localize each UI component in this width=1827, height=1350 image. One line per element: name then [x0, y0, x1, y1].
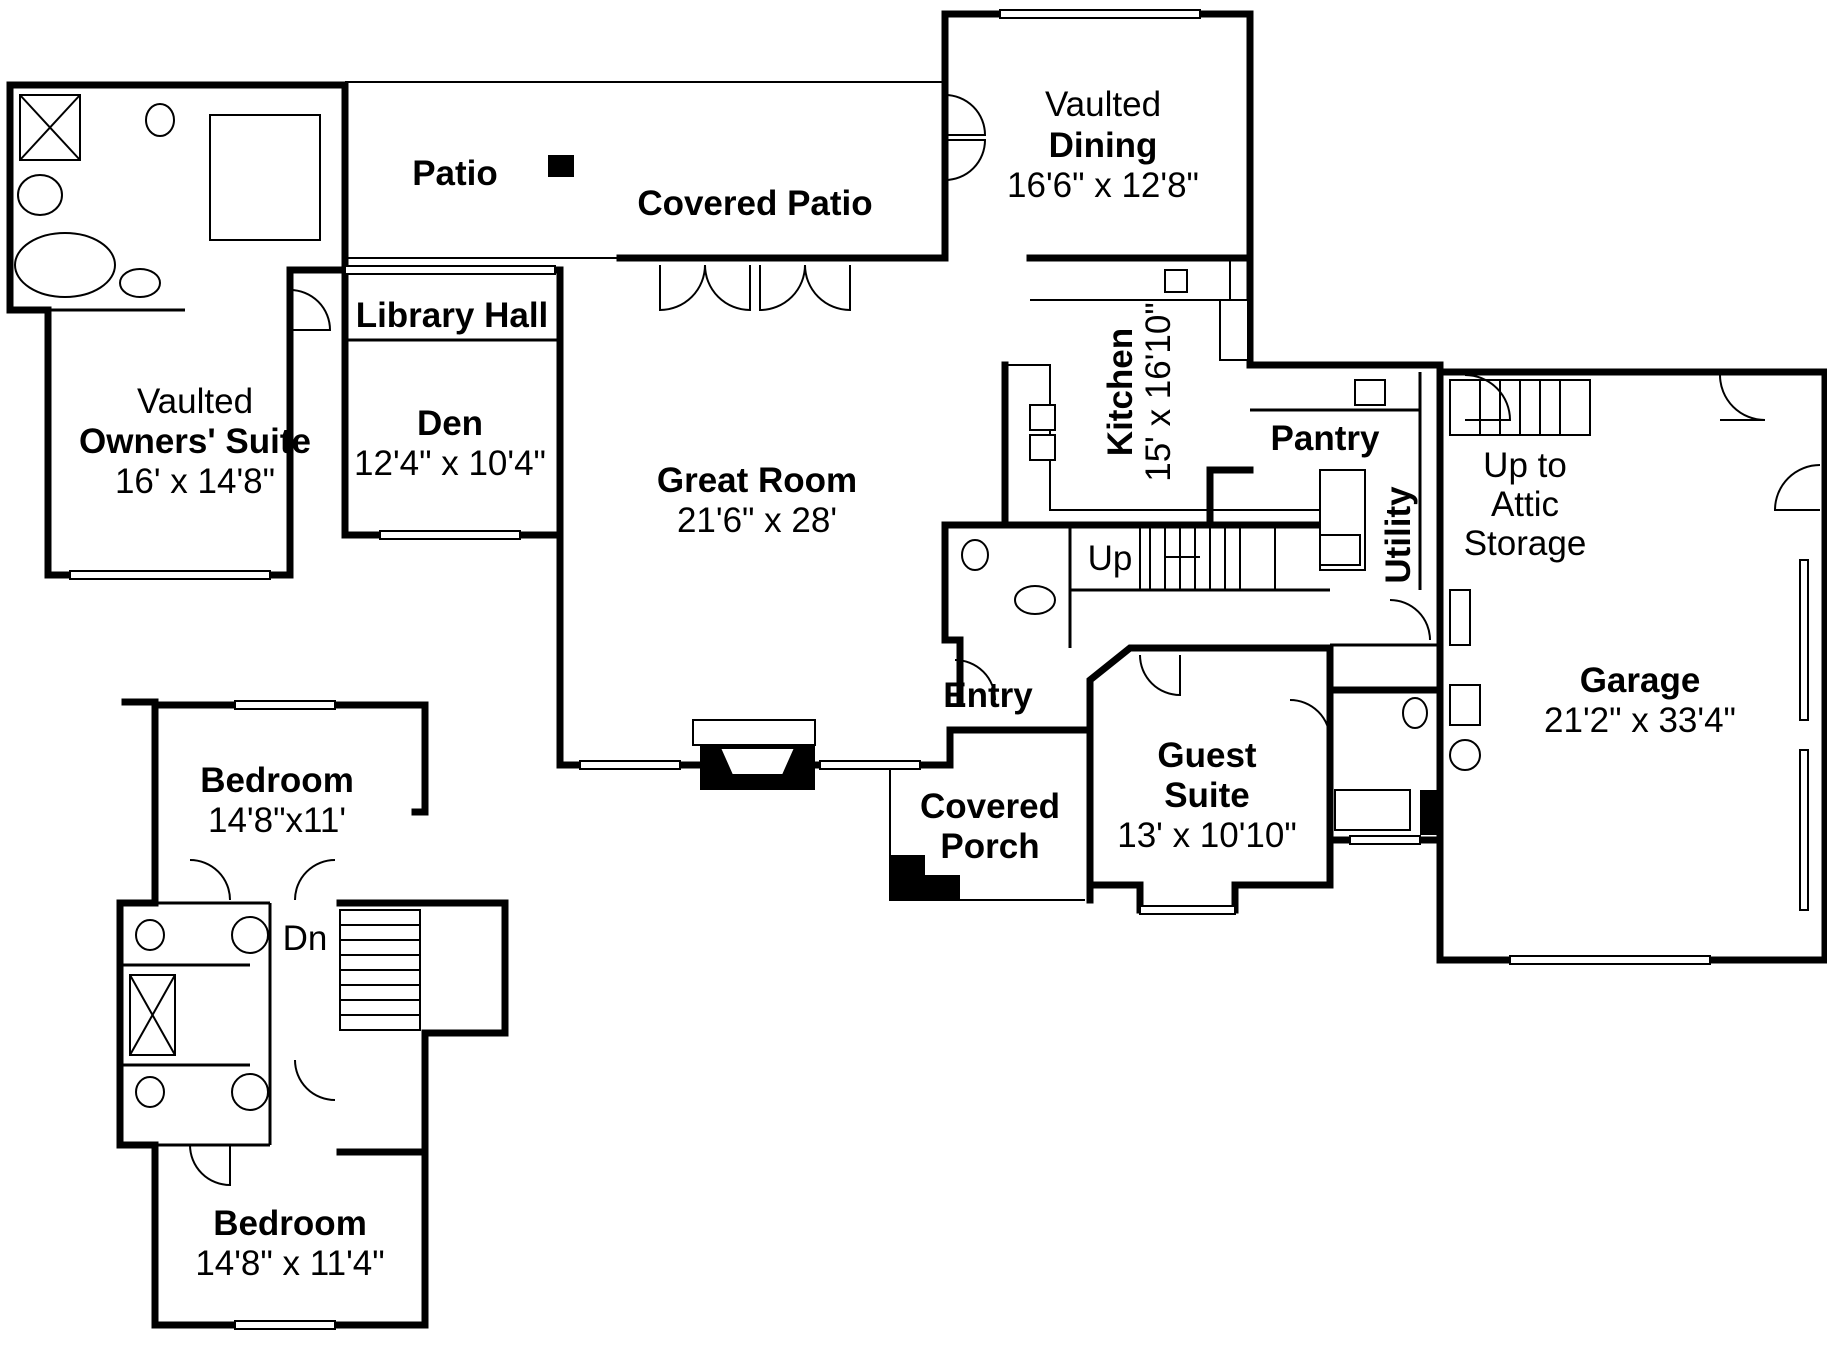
attic-line3-label: Storage	[1464, 524, 1587, 563]
stairs-up-label: Up	[1088, 539, 1133, 578]
owners-suite-dims-label: 16' x 14'8"	[115, 462, 275, 501]
guest-suite-dims-label: 13' x 10'10"	[1117, 816, 1297, 855]
patio-label: Patio	[412, 154, 498, 193]
garage-name-label: Garage	[1580, 661, 1701, 700]
covered-porch-line2-label: Porch	[940, 827, 1039, 866]
covered-porch-line1-label: Covered	[920, 787, 1060, 826]
bedroom-lower-dims-label: 14'8" x 11'4"	[195, 1244, 384, 1283]
attic-line2-label: Attic	[1491, 485, 1559, 524]
guest-suite-line2-label: Suite	[1164, 776, 1250, 815]
great-room-name-label: Great Room	[657, 461, 857, 500]
den-name-label: Den	[417, 404, 483, 443]
fixtures	[14, 94, 1591, 831]
great-room-dims-label: 21'6" x 28'	[677, 501, 837, 540]
doors	[289, 94, 1821, 741]
entry-label: Entry	[943, 676, 1033, 715]
garage-dims-label: 21'2" x 33'4"	[1544, 701, 1736, 740]
attic-line1-label: Up to	[1483, 446, 1567, 485]
kitchen-name-label: Kitchen	[1101, 328, 1140, 456]
windows	[69, 9, 1809, 965]
owners-suite-vaulted-label: Vaulted	[137, 382, 253, 421]
guest-suite-line1-label: Guest	[1157, 736, 1257, 775]
bedroom-upper-name-label: Bedroom	[200, 761, 354, 800]
den-dims-label: 12'4" x 10'4"	[354, 444, 546, 483]
stairs-down-label: Dn	[283, 919, 328, 958]
dining-name-label: Dining	[1049, 126, 1158, 165]
owners-suite-name-label: Owners' Suite	[79, 422, 311, 461]
utility-label: Utility	[1379, 486, 1418, 584]
dining-dims-label: 16'6" x 12'8"	[1007, 166, 1199, 205]
library-hall-label: Library Hall	[356, 296, 549, 335]
bedroom-upper-dims-label: 14'8"x11'	[208, 801, 346, 840]
pantry-label: Pantry	[1271, 419, 1380, 458]
covered-patio-label: Covered Patio	[637, 184, 872, 223]
dining-vaulted-label: Vaulted	[1045, 85, 1161, 124]
upper-floor-walls	[116, 698, 509, 1330]
room-labels: Patio Covered Patio Vaulted Dining 16'6"…	[79, 85, 1736, 1283]
kitchen-dims-label: 15' x 16'10"	[1139, 302, 1178, 482]
bedroom-lower-name-label: Bedroom	[213, 1204, 367, 1243]
